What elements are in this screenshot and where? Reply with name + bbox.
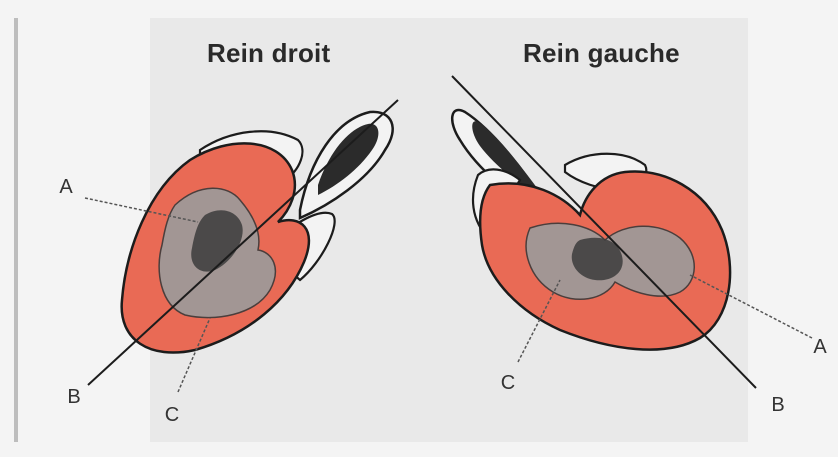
right-kidney-title: Rein droit (207, 38, 330, 69)
left-kidney-label-c: C (498, 372, 518, 395)
right-kidney (85, 100, 398, 392)
right-kidney-label-a: A (56, 176, 76, 199)
right-kidney-label-c: C (162, 404, 182, 427)
right-kidney-label-b: B (64, 386, 84, 409)
left-kidney-label-b: B (768, 394, 788, 417)
left-kidney-title: Rein gauche (523, 38, 680, 69)
left-kidney (452, 76, 812, 388)
left-kidney-label-a: A (810, 336, 830, 359)
